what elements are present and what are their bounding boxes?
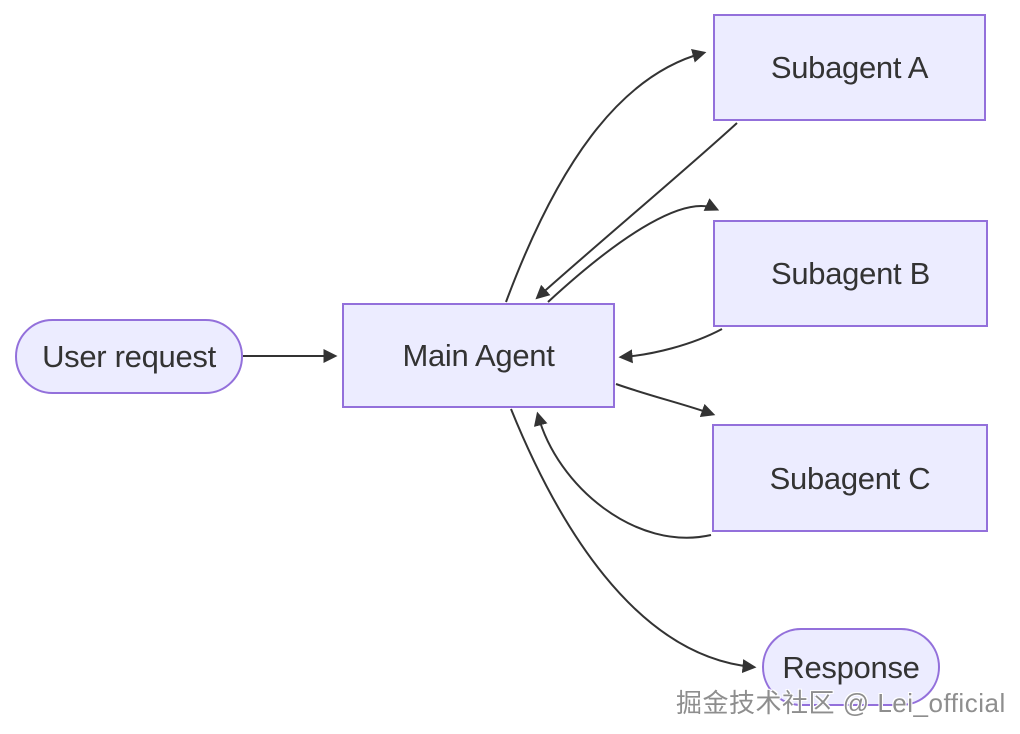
node-subagent-b: Subagent B xyxy=(713,220,988,327)
node-response: Response xyxy=(762,628,940,706)
node-main-agent: Main Agent xyxy=(342,303,615,408)
node-subagent-b-label: Subagent B xyxy=(770,256,931,291)
edge-main-agent-to-subagent-a xyxy=(505,48,707,303)
edge-subagent-a-to-main-agent xyxy=(535,122,738,300)
watermark-text: 掘金技术社区 @ Lei_official xyxy=(676,688,1006,718)
edge-main-agent-to-subagent-c xyxy=(615,383,716,418)
node-user-request-label: User request xyxy=(42,339,216,374)
node-subagent-c: Subagent C xyxy=(712,424,988,532)
edge-subagent-c-to-main-agent xyxy=(533,411,712,539)
edge-main-agent-to-subagent-b xyxy=(547,198,720,303)
node-subagent-c-label: Subagent C xyxy=(769,460,931,496)
edge-subagent-b-to-main-agent xyxy=(618,328,723,364)
node-user-request: User request xyxy=(15,319,243,394)
edge-main-agent-to-response xyxy=(510,408,757,673)
node-main-agent-label: Main Agent xyxy=(402,338,555,373)
node-response-label: Response xyxy=(782,649,920,685)
node-subagent-a-label: Subagent A xyxy=(770,50,929,85)
node-subagent-a: Subagent A xyxy=(713,14,986,121)
